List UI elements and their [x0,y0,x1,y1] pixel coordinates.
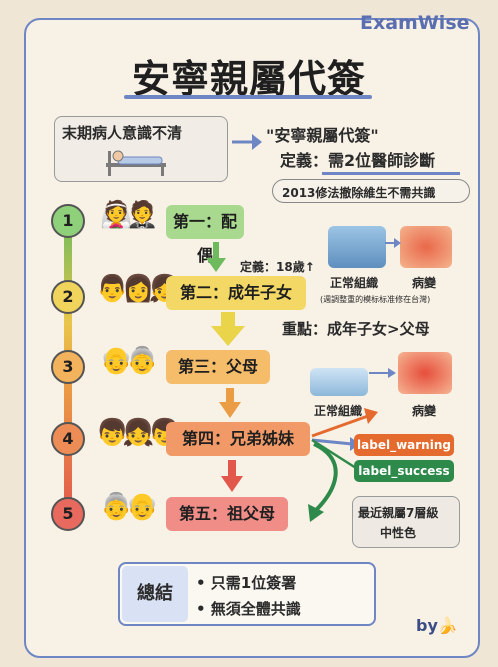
grandparents-icon: 👵👴 [100,492,159,522]
normal-tissue-image [328,226,386,268]
arrow-down-1-icon [206,242,226,272]
normal-tissue-label: 正常組織 [330,276,379,290]
branch-arrows-icon [308,408,378,522]
arrow-down-2-icon [211,312,245,346]
figure-caption: (週調整重的模标标准修在台灣) [320,295,431,304]
normal-tissue-label-2: 正常組織 [314,404,363,418]
footer-signature: by🍌 [416,616,458,635]
warning-tag: label_warning [354,434,454,456]
definition-underline [322,172,460,175]
note-line-2: 中性色 [380,526,417,540]
note-line-1: 最近親屬7層級 [358,506,439,520]
page-title: 安寧親屬代簽 [131,57,366,101]
arrow-down-3-icon [219,388,241,418]
lesion-label: 病變 [412,276,437,290]
step-2-number: 2 [51,280,85,314]
summary-title: 總結 [122,566,188,622]
age-note: 定義：18歲↑ [240,260,315,274]
step-2-label: 第二：成年子女 [166,276,306,310]
lesion-label-2: 病變 [412,404,437,418]
step-5-label: 第五：祖父母 [166,497,288,531]
lesion-image [400,226,452,268]
definition-line: 定義：需2位醫師診斷 [280,151,436,170]
step-4-label: 第四：兄弟姊妹 [166,422,310,456]
summary-item-2: • 無須全體共識 [196,600,301,618]
patient-bed-icon [106,150,166,176]
condition-box [54,116,228,182]
success-tag: label_success [354,460,454,482]
arrow-down-4-icon [221,460,243,492]
key-point: 重點：成年子女>父母 [282,320,430,338]
law-note-box [272,179,470,203]
lesion-image-2 [398,352,452,394]
law-note: 2013修法撤除維生不需共識 [282,186,436,200]
note-box [352,496,460,548]
arrow-right-small-2-icon [369,368,396,378]
brand-logo: ExamWise [360,12,470,34]
siblings-icon: 👦👧👦 [96,418,181,448]
condition-text: 末期病人意識不清 [62,124,183,142]
step-3-label: 第三：父母 [166,350,270,384]
step-1-number: 1 [51,204,85,238]
title-underline [124,95,372,99]
summary-item-1: • 只需1位簽署 [196,574,297,592]
step-3-number: 3 [51,350,85,384]
arrow-right-small-icon [385,238,401,248]
step-5-number: 5 [51,497,85,531]
normal-tissue-image-2 [310,368,368,396]
step-1-label: 第一：配偶 [166,205,244,265]
definition-title: "安寧親屬代簽" [266,126,379,145]
step-4-number: 4 [51,422,85,456]
arrow-right-icon [232,134,262,150]
adult-children-icon: 👨👩👧 [96,274,181,304]
parents-icon: 👴👵 [100,346,159,376]
couple-icon: 👰🤵 [100,200,159,230]
